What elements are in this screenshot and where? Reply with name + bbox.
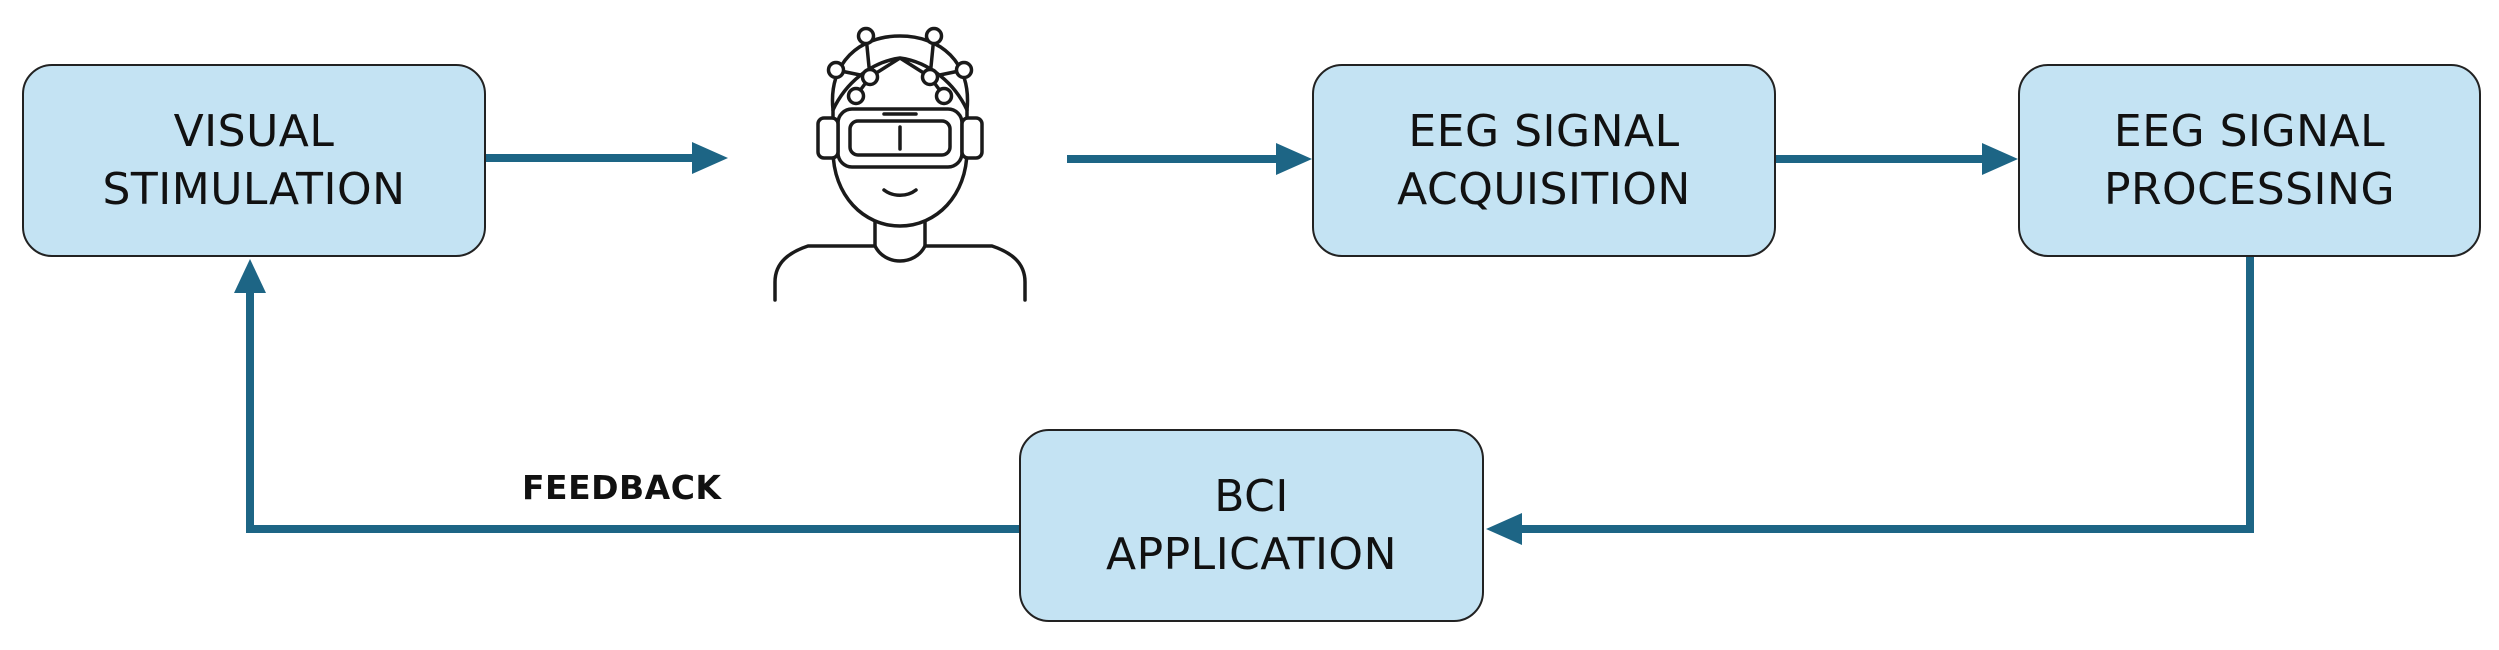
bci-application-box: BCI APPLICATION	[1019, 429, 1484, 622]
feedback-horizontal-shaft	[246, 525, 1019, 533]
bci-application-line-2: APPLICATION	[1106, 528, 1397, 580]
arrow-acquisition-to-processing-shaft	[1776, 155, 1986, 163]
arrow-stimulation-to-user-shaft	[486, 154, 696, 162]
electrode-2	[924, 26, 944, 46]
feedback-vertical-shaft	[246, 292, 254, 533]
arrow-user-to-acquisition-shaft	[1067, 155, 1280, 163]
bci-application-line-1: BCI	[1214, 470, 1289, 522]
mouth	[882, 188, 918, 197]
neck	[873, 220, 927, 248]
eeg-processing-line-1: EEG SIGNAL	[2113, 105, 2386, 157]
eeg-processing-box: EEG SIGNAL PROCESSING	[2018, 64, 2481, 257]
electrode-6	[920, 67, 940, 87]
electrode-3	[826, 60, 846, 80]
visual-stimulation-line-2: STIMULATION	[102, 163, 406, 215]
eeg-acquisition-box: EEG SIGNAL ACQUISITION	[1312, 64, 1776, 257]
visual-stimulation-line-1: VISUAL	[173, 105, 335, 157]
vr-headset-lens	[848, 119, 952, 157]
electrode-5	[860, 67, 880, 87]
electrode-1	[856, 26, 876, 46]
shoulders	[773, 244, 1027, 302]
arrow-user-to-acquisition-head	[1276, 143, 1312, 175]
electrode-7	[846, 86, 866, 106]
arrow-processing-to-bci-shaft	[1520, 525, 2254, 533]
visual-stimulation-box: VISUAL STIMULATION	[22, 64, 486, 257]
electrode-8	[934, 86, 954, 106]
arrow-processing-down-shaft	[2246, 257, 2254, 533]
electrode-4	[954, 60, 974, 80]
vr-strap-right	[960, 116, 984, 160]
vr-strap-left	[816, 116, 840, 160]
eeg-cap-wires	[831, 34, 969, 112]
eeg-acquisition-line-1: EEG SIGNAL	[1408, 105, 1680, 157]
eeg-processing-line-2: PROCESSING	[2103, 163, 2396, 215]
feedback-arrow-head	[234, 259, 266, 293]
arrow-processing-to-bci-head	[1486, 513, 1522, 545]
arrow-acquisition-to-processing-head	[1982, 143, 2018, 175]
arrow-stimulation-to-user-head	[692, 142, 728, 174]
feedback-label: FEEDBACK	[522, 468, 722, 507]
eeg-acquisition-line-2: ACQUISITION	[1397, 163, 1691, 215]
